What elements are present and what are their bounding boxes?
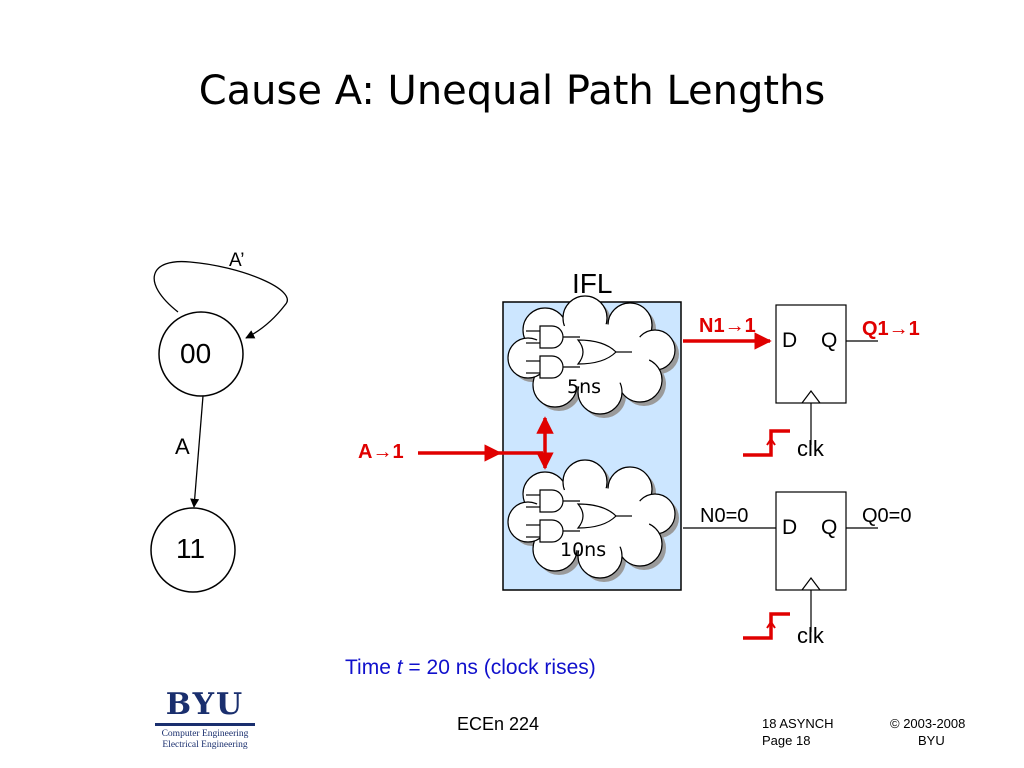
byu-logo-line1: Computer Engineering (161, 729, 249, 739)
q0-label: Q0=0 (862, 505, 912, 527)
time-caption-var: t (396, 656, 403, 679)
time-caption-suffix: (clock rises) (477, 656, 596, 679)
time-caption-prefix: Time (345, 656, 397, 679)
course-label: ECEn 224 (457, 714, 540, 734)
time-caption-unit: ns (455, 656, 478, 679)
flip-flop-1 (775, 304, 878, 445)
state-11-circle (150, 507, 236, 593)
slide-title: Cause A: Unequal Path Lengths (198, 68, 826, 114)
self-loop-label: A’ (229, 250, 245, 271)
self-loop-arrow (153, 260, 288, 339)
ff1-d-label: D (782, 329, 798, 352)
state-00-label: 00 (180, 338, 212, 369)
byu-logo-line2: Electrical Engineering (162, 740, 248, 750)
n0-label: N0=0 (700, 505, 749, 527)
transition-label: A (175, 434, 190, 459)
clk-label-0: clk (797, 623, 824, 648)
clock-edge-1 (743, 429, 790, 457)
ff1-q-label: Q (821, 329, 838, 352)
top-delay-label: 5ns (567, 376, 602, 398)
byu-logo-bar (155, 723, 255, 726)
ff0-d-label: D (782, 516, 798, 539)
top-logic-cloud (507, 295, 679, 418)
byu-logo-word: BYU (165, 687, 245, 722)
copyright-label: © 2003-2008 (890, 716, 966, 731)
lecture-label: 18 ASYNCH (762, 716, 834, 731)
n1-label: N1→1 (699, 315, 756, 337)
byu-logo: BYU Computer Engineering Electrical Engi… (155, 690, 255, 751)
org-label: BYU (918, 733, 945, 748)
q1-label: Q1→1 (862, 318, 920, 340)
ff0-q-label: Q (821, 516, 838, 539)
clk-label-1: clk (797, 436, 824, 461)
time-caption: Time t = 20 ns (clock rises) (345, 656, 596, 680)
state-diagram (150, 260, 288, 593)
page-label: Page 18 (762, 733, 811, 748)
input-a-label: A→1 (358, 441, 404, 463)
state-11-label: 11 (176, 533, 206, 564)
bottom-logic-cloud (507, 459, 679, 582)
clock-edge-0 (743, 612, 790, 640)
transition-arrow (190, 395, 204, 508)
ifl-label: IFL (572, 268, 613, 299)
flip-flop-0 (775, 491, 878, 632)
bottom-delay-label: 10ns (560, 539, 607, 561)
state-00-circle (158, 311, 244, 397)
time-caption-eq: = 20 (402, 656, 456, 679)
